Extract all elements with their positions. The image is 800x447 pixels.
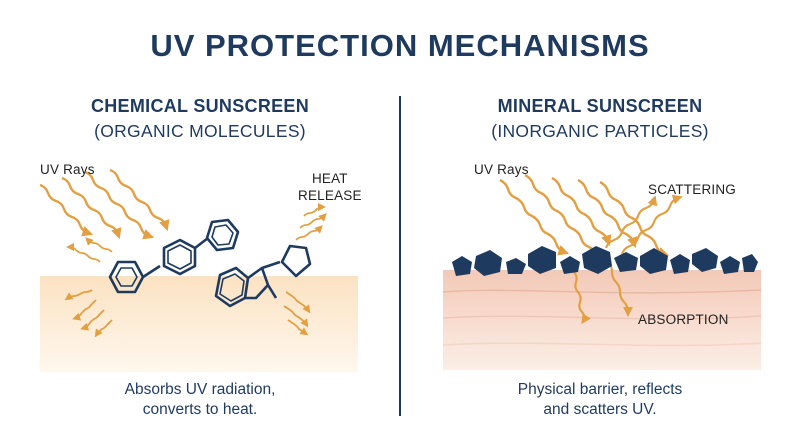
chemical-skin-layer (40, 276, 358, 372)
chemical-subheading: (ORGANIC MOLECULES) (94, 121, 306, 141)
chemical-heat-arrows (64, 202, 327, 338)
mineral-particles (452, 246, 758, 276)
mineral-caption: Physical barrier, reflects and scatters … (410, 380, 790, 420)
heat-release-label: HEAT RELEASE (298, 170, 362, 204)
absorption-label: ABSORPTION (638, 312, 729, 327)
page-title: UV PROTECTION MECHANISMS (150, 28, 650, 63)
chemical-caption: Absorbs UV radiation, converts to heat. (10, 380, 390, 420)
chemical-caption-line-1: Absorbs UV radiation, (124, 381, 276, 398)
heat-label-line-1: HEAT (311, 171, 348, 186)
mineral-caption-line-1: Physical barrier, reflects (517, 381, 683, 398)
mineral-heading-block: MINERAL SUNSCREEN (INORGANIC PARTICLES) (410, 96, 790, 142)
mineral-heading: MINERAL SUNSCREEN (497, 96, 703, 116)
scattering-rays (604, 194, 683, 255)
chemical-caption-line-2: converts to heat. (142, 401, 258, 418)
chemical-heading: CHEMICAL SUNSCREEN (90, 96, 310, 116)
chemical-heading-block: CHEMICAL SUNSCREEN (ORGANIC MOLECULES) (10, 96, 390, 142)
organic-molecule-biphenyl (108, 218, 240, 294)
heat-label-line-2: RELEASE (298, 188, 362, 203)
mineral-uv-label: UV Rays (474, 162, 529, 177)
mineral-subheading: (INORGANIC PARTICLES) (491, 121, 709, 141)
mineral-uv-rays (499, 173, 670, 269)
mineral-skin-layer (442, 270, 762, 370)
mineral-caption-line-2: and scatters UV. (543, 401, 657, 418)
scattering-label: SCATTERING (648, 182, 737, 197)
chemical-uv-rays (39, 168, 170, 240)
chemical-uv-label: UV Rays (40, 162, 95, 177)
panel-divider (399, 96, 401, 416)
organic-molecule-indene (214, 244, 312, 308)
